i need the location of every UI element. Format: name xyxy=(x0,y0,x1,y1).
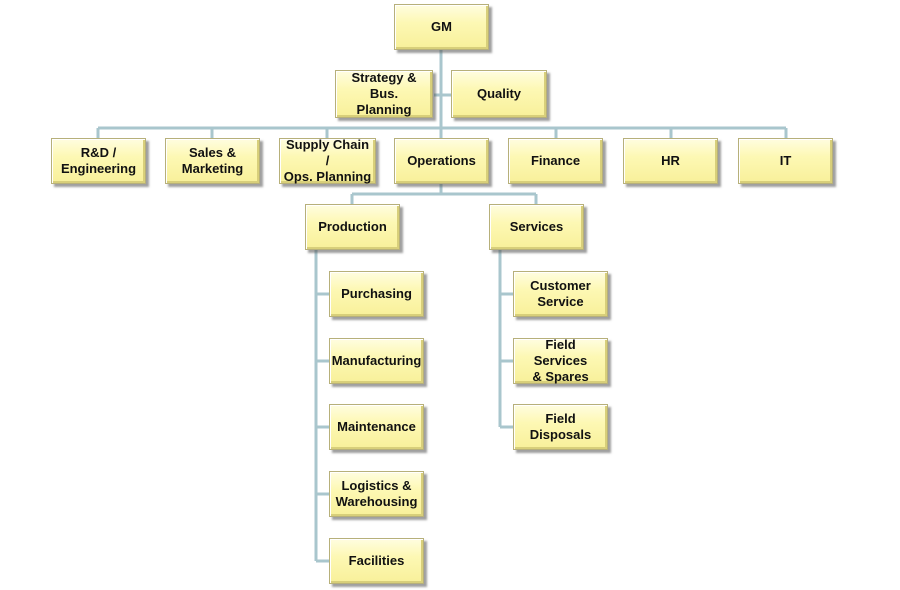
node-field-disposals[interactable]: Field Disposals xyxy=(513,404,608,450)
node-customer-service[interactable]: Customer Service xyxy=(513,271,608,317)
node-field-services-spares[interactable]: Field Services & Spares xyxy=(513,337,608,384)
node-production[interactable]: Production xyxy=(305,204,400,250)
node-services[interactable]: Services xyxy=(489,204,584,250)
node-rnd-engineering[interactable]: R&D / Engineering xyxy=(51,138,146,184)
node-purchasing[interactable]: Purchasing xyxy=(329,271,424,317)
node-operations[interactable]: Operations xyxy=(394,138,489,184)
node-maintenance[interactable]: Maintenance xyxy=(329,404,424,450)
node-it[interactable]: IT xyxy=(738,138,833,184)
node-strategy-planning[interactable]: Strategy & Bus. Planning xyxy=(335,70,433,118)
node-manufacturing[interactable]: Manufacturing xyxy=(329,338,424,384)
node-supply-chain[interactable]: Supply Chain / Ops. Planning xyxy=(279,137,376,184)
node-gm[interactable]: GM xyxy=(394,4,489,50)
node-logistics-warehousing[interactable]: Logistics & Warehousing xyxy=(329,471,424,517)
node-quality[interactable]: Quality xyxy=(451,70,547,118)
node-sales-marketing[interactable]: Sales & Marketing xyxy=(165,138,260,184)
node-facilities[interactable]: Facilities xyxy=(329,538,424,584)
node-hr[interactable]: HR xyxy=(623,138,718,184)
node-finance[interactable]: Finance xyxy=(508,138,603,184)
